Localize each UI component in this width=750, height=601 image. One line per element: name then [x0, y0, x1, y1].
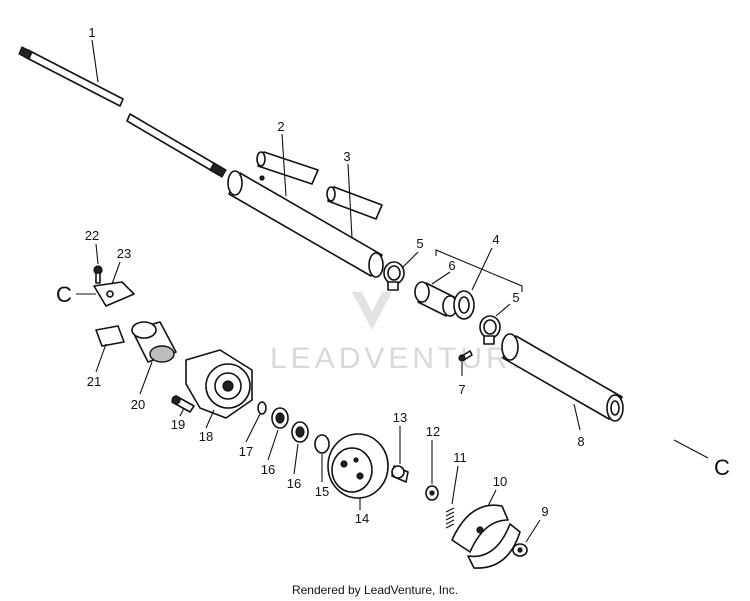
small-ring[interactable]: [257, 401, 267, 415]
part-number-4: 4: [492, 232, 499, 247]
stud[interactable]: [391, 465, 409, 483]
part-number-5-upper: 5: [416, 236, 423, 251]
gear-housing[interactable]: [185, 349, 253, 419]
bolt[interactable]: [171, 395, 195, 413]
bushing-lower[interactable]: [326, 186, 383, 220]
part-number-18: 18: [199, 429, 213, 444]
part-number-11: 11: [453, 450, 467, 465]
leader-lines: [76, 39, 709, 543]
bearing-upper[interactable]: [271, 407, 289, 429]
part-number-16-upper: 16: [261, 462, 275, 477]
lower-tube[interactable]: [501, 333, 624, 422]
part-number-12: 12: [426, 424, 440, 439]
housing-neck[interactable]: [131, 321, 177, 363]
part-number-13: 13: [393, 410, 407, 425]
clip[interactable]: [95, 325, 125, 347]
collar[interactable]: [453, 290, 475, 320]
callout-c-left: C: [56, 282, 72, 307]
end-washer[interactable]: [512, 543, 528, 557]
bearing-lower[interactable]: [291, 421, 309, 443]
part-numbers: 1 2 3 4 5 5 6 7 8 9 10 11 12 13 14 15 16…: [85, 25, 585, 526]
drive-shaft[interactable]: [18, 46, 227, 178]
watermark: LEADVENTURE: [270, 292, 536, 375]
part-number-16-lower: 16: [287, 476, 301, 491]
part-number-23: 23: [117, 246, 131, 261]
clamp-lower[interactable]: [479, 315, 501, 345]
part-number-8: 8: [577, 434, 584, 449]
part-number-21: 21: [87, 374, 101, 389]
part-4-bracket: [435, 249, 523, 292]
part-number-22: 22: [85, 228, 99, 243]
clutch-drum[interactable]: [327, 433, 389, 499]
snap-ring[interactable]: [314, 434, 330, 454]
callout-c-right: C: [714, 455, 730, 480]
part-number-19: 19: [171, 417, 185, 432]
part-number-7: 7: [458, 382, 465, 397]
part-number-10: 10: [493, 474, 507, 489]
screw[interactable]: [458, 350, 473, 362]
part-number-3: 3: [343, 149, 350, 164]
mount-bracket[interactable]: [93, 281, 135, 307]
part-number-15: 15: [315, 484, 329, 499]
part-number-2: 2: [277, 119, 284, 134]
part-number-1: 1: [88, 25, 95, 40]
part-number-6: 6: [448, 258, 455, 273]
clamp-upper[interactable]: [383, 261, 405, 291]
washer[interactable]: [425, 485, 439, 501]
bushing-upper[interactable]: [256, 151, 319, 185]
top-screw[interactable]: [93, 265, 103, 284]
part-number-5-lower: 5: [512, 290, 519, 305]
part-number-20: 20: [131, 397, 145, 412]
credit-text: Rendered by LeadVenture, Inc.: [292, 583, 458, 597]
clutch-shoes[interactable]: [451, 504, 521, 569]
part-number-9: 9: [541, 504, 548, 519]
coupling-sleeve[interactable]: [414, 281, 458, 317]
watermark-text: LEADVENTURE: [270, 342, 536, 375]
upper-tube[interactable]: [227, 170, 384, 278]
part-number-14: 14: [355, 511, 369, 526]
spring[interactable]: [445, 507, 455, 529]
part-number-17: 17: [239, 444, 253, 459]
